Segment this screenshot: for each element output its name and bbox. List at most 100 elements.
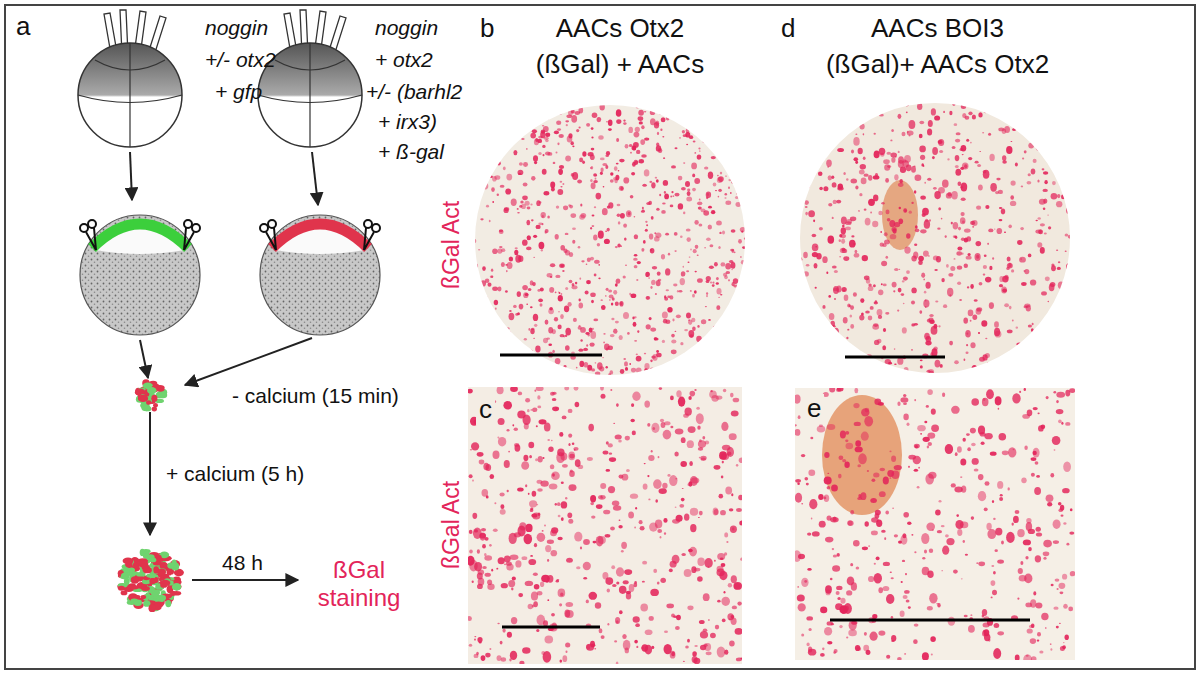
stain-dot [506, 333, 511, 338]
stain-dot [534, 584, 540, 589]
stain-dot [955, 139, 960, 143]
stain-dot [532, 605, 535, 608]
stain-dot [530, 204, 532, 206]
stain-dot [528, 559, 536, 565]
stain-dot [609, 299, 611, 300]
stain-dot [642, 207, 644, 210]
stain-dot [522, 285, 528, 290]
stain-dot [869, 369, 871, 370]
stain-dot [746, 317, 750, 321]
stain-dot [626, 591, 631, 594]
stain-dot [696, 375, 699, 379]
stain-dot [739, 184, 744, 190]
stain-dot [625, 367, 628, 371]
stain-dot [473, 263, 478, 268]
stain-dot [636, 368, 642, 374]
stain-dot [492, 201, 494, 203]
stain-dot [642, 581, 645, 583]
stain-dot [580, 547, 582, 550]
stain-dot [507, 632, 512, 638]
stain-dot [591, 127, 594, 130]
stain-dot [680, 278, 685, 285]
stain-dot [657, 529, 662, 533]
stain-dot [479, 356, 481, 358]
stain-dot [972, 226, 974, 228]
stain-dot [852, 101, 856, 107]
stain-dot [885, 312, 889, 315]
stain-dot [603, 451, 609, 455]
stain-dot [811, 131, 816, 134]
stain-dot [534, 390, 536, 392]
stain-dot [568, 443, 570, 446]
stain-dot [547, 439, 550, 441]
stain-dot [837, 148, 844, 152]
stain-dot [684, 569, 692, 577]
stain-dot [712, 284, 715, 287]
stain-dot [500, 641, 503, 645]
stain-dot [740, 306, 743, 311]
stain-dot [565, 156, 571, 162]
stain-dot [720, 172, 722, 175]
stain-dot [625, 436, 630, 441]
stain-dot [590, 179, 593, 182]
stain-dot [619, 301, 623, 307]
stain-dot [701, 124, 707, 128]
stain-dot [598, 536, 606, 544]
stain-dot [626, 210, 632, 217]
stain-dot [706, 292, 708, 295]
stain-dot [484, 342, 488, 346]
stain-dot [959, 299, 962, 301]
stain-dot [701, 119, 705, 123]
stain-dot [474, 639, 476, 641]
stain-dot [474, 529, 478, 532]
stain-dot [509, 339, 514, 344]
stain-dot [1053, 316, 1056, 318]
stain-dot [705, 306, 707, 307]
stain-dot [518, 392, 522, 396]
stain-dot [1057, 194, 1060, 198]
stain-dot [600, 158, 605, 161]
stain-dot [687, 237, 691, 242]
stain-dot [522, 647, 530, 654]
stain-dot [870, 99, 875, 103]
stain-dot [670, 196, 672, 198]
stain-dot [689, 334, 693, 338]
stain-dot [548, 368, 554, 376]
stain-dot [640, 139, 645, 145]
stain-dot [859, 100, 863, 103]
stain-dot [641, 154, 647, 157]
stain-dot [668, 253, 670, 256]
stain-dot [604, 239, 610, 244]
stain-dot [559, 603, 562, 606]
stain-dot [725, 176, 727, 177]
stain-dot [469, 274, 475, 279]
stain-dot [727, 160, 730, 163]
stain-dot [650, 248, 655, 253]
stain-dot [614, 179, 617, 184]
stain-dot [545, 133, 550, 137]
stain-dot [469, 160, 473, 164]
stain-dot [545, 320, 549, 325]
stain-dot [603, 342, 605, 344]
stain-dot [683, 134, 688, 137]
stain-dot [675, 147, 678, 149]
stain-dot [591, 136, 593, 138]
stain-dot [715, 134, 720, 140]
stain-dot [580, 339, 582, 341]
stain-dot [694, 568, 700, 572]
stain-dot [736, 464, 738, 467]
stain-dot [559, 432, 563, 437]
stain-dot [947, 288, 953, 297]
stain-dot [499, 246, 502, 248]
stain-dot [840, 248, 846, 253]
stain-dot [570, 470, 573, 473]
stain-dot [674, 100, 677, 102]
stain-dot [1010, 195, 1014, 199]
stain-dot [687, 639, 690, 643]
stain-dot [955, 155, 960, 161]
stain-dot [710, 633, 716, 638]
stain-dot [481, 122, 485, 127]
dissociated-cells [135, 379, 167, 411]
stain-dot [739, 321, 741, 324]
stain-dot [527, 235, 531, 240]
